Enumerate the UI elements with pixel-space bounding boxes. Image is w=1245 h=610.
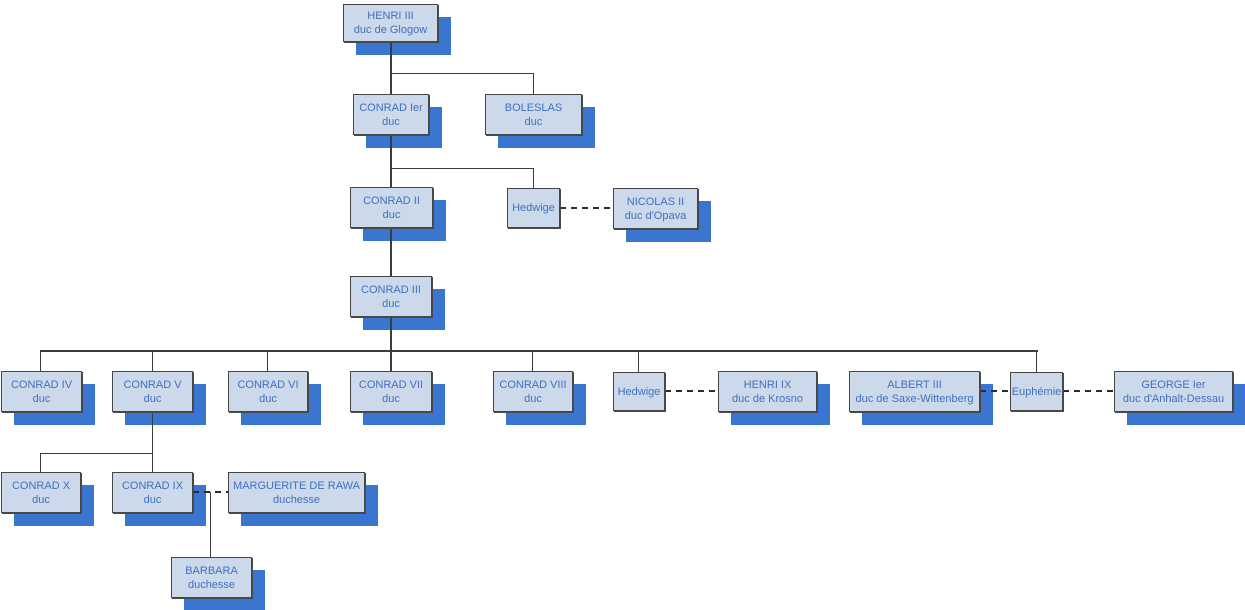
node-title: duc xyxy=(143,392,162,405)
node-name: BOLESLAS xyxy=(504,101,563,114)
node-name: CONRAD II xyxy=(363,194,420,207)
node-name: MARGUERITE DE RAWA xyxy=(233,479,360,492)
node-title: duchesse xyxy=(187,578,236,591)
node-title: duchesse xyxy=(272,493,321,506)
node-henri-3[interactable]: HENRI III duc de Glogow xyxy=(343,4,438,42)
node-title: duc xyxy=(382,208,401,221)
node-title: duc xyxy=(32,493,50,506)
connector-line xyxy=(40,453,153,454)
connector-line xyxy=(152,352,153,371)
node-title: duc de Saxe-Wittenberg xyxy=(855,392,974,405)
node-title: duc de Glogow xyxy=(353,24,428,36)
connector-line xyxy=(390,228,392,276)
node-name: CONRAD Ier xyxy=(359,101,423,114)
marriage-dashed-line xyxy=(560,207,613,209)
node-name: CONRAD VII xyxy=(358,378,424,391)
node-title: duc xyxy=(382,115,400,128)
connector-line xyxy=(40,350,1038,352)
node-title: duc xyxy=(382,297,400,310)
connector-line xyxy=(390,42,392,94)
node-name: Hedwige xyxy=(617,385,661,398)
node-title: duc xyxy=(382,392,400,405)
node-name: CONRAD VI xyxy=(237,378,299,391)
node-name: CONRAD IX xyxy=(121,479,184,492)
node-name: BARBARA xyxy=(185,564,238,577)
node-name: CONRAD X xyxy=(11,479,71,492)
node-title: duc xyxy=(524,115,543,128)
node-hedwige-2[interactable]: Hedwige xyxy=(613,372,665,411)
node-hedwige-1[interactable]: Hedwige xyxy=(507,188,560,228)
node-name: NICOLAS II xyxy=(626,195,685,208)
connector-line xyxy=(390,317,392,351)
marriage-dashed-line xyxy=(1063,390,1114,392)
connector-line xyxy=(152,412,153,454)
node-name: HENRI IX xyxy=(743,378,792,391)
connector-line xyxy=(390,168,534,169)
connector-line xyxy=(210,492,211,557)
node-name: GEORGE Ier xyxy=(1141,378,1206,391)
node-title: duc d'Anhalt-Dessau xyxy=(1122,392,1225,405)
connector-line xyxy=(152,453,153,472)
connector-line xyxy=(390,135,392,187)
connector-line xyxy=(638,352,639,372)
node-name: CONRAD IV xyxy=(10,378,73,391)
node-title: duc xyxy=(32,392,51,405)
node-name: HENRI III xyxy=(367,10,414,22)
connector-line xyxy=(40,352,41,371)
node-title: duc xyxy=(259,392,277,405)
node-name: ALBERT III xyxy=(887,378,942,391)
connector-line xyxy=(1036,352,1037,372)
node-name: Euphémie xyxy=(1011,385,1062,398)
node-title: duc d'Opava xyxy=(624,209,687,222)
marriage-dashed-line xyxy=(665,390,718,392)
node-name: CONRAD III xyxy=(361,283,421,296)
node-title: duc xyxy=(143,493,162,506)
connector-line xyxy=(533,73,534,94)
node-euphemie[interactable]: Euphémie xyxy=(1010,372,1063,411)
marriage-dashed-line xyxy=(193,491,228,493)
connector-line xyxy=(390,73,534,74)
node-title: duc de Krosno xyxy=(732,392,803,405)
node-name: CONRAD V xyxy=(123,378,182,391)
node-name: Hedwige xyxy=(512,202,555,214)
connector-line xyxy=(532,352,533,371)
node-title: duc xyxy=(524,392,542,405)
connector-line xyxy=(390,352,392,371)
connector-line xyxy=(533,168,534,188)
marriage-dashed-line xyxy=(980,390,1010,392)
connector-line xyxy=(267,352,268,371)
connector-line xyxy=(40,453,41,472)
node-name: CONRAD VIII xyxy=(499,378,567,391)
